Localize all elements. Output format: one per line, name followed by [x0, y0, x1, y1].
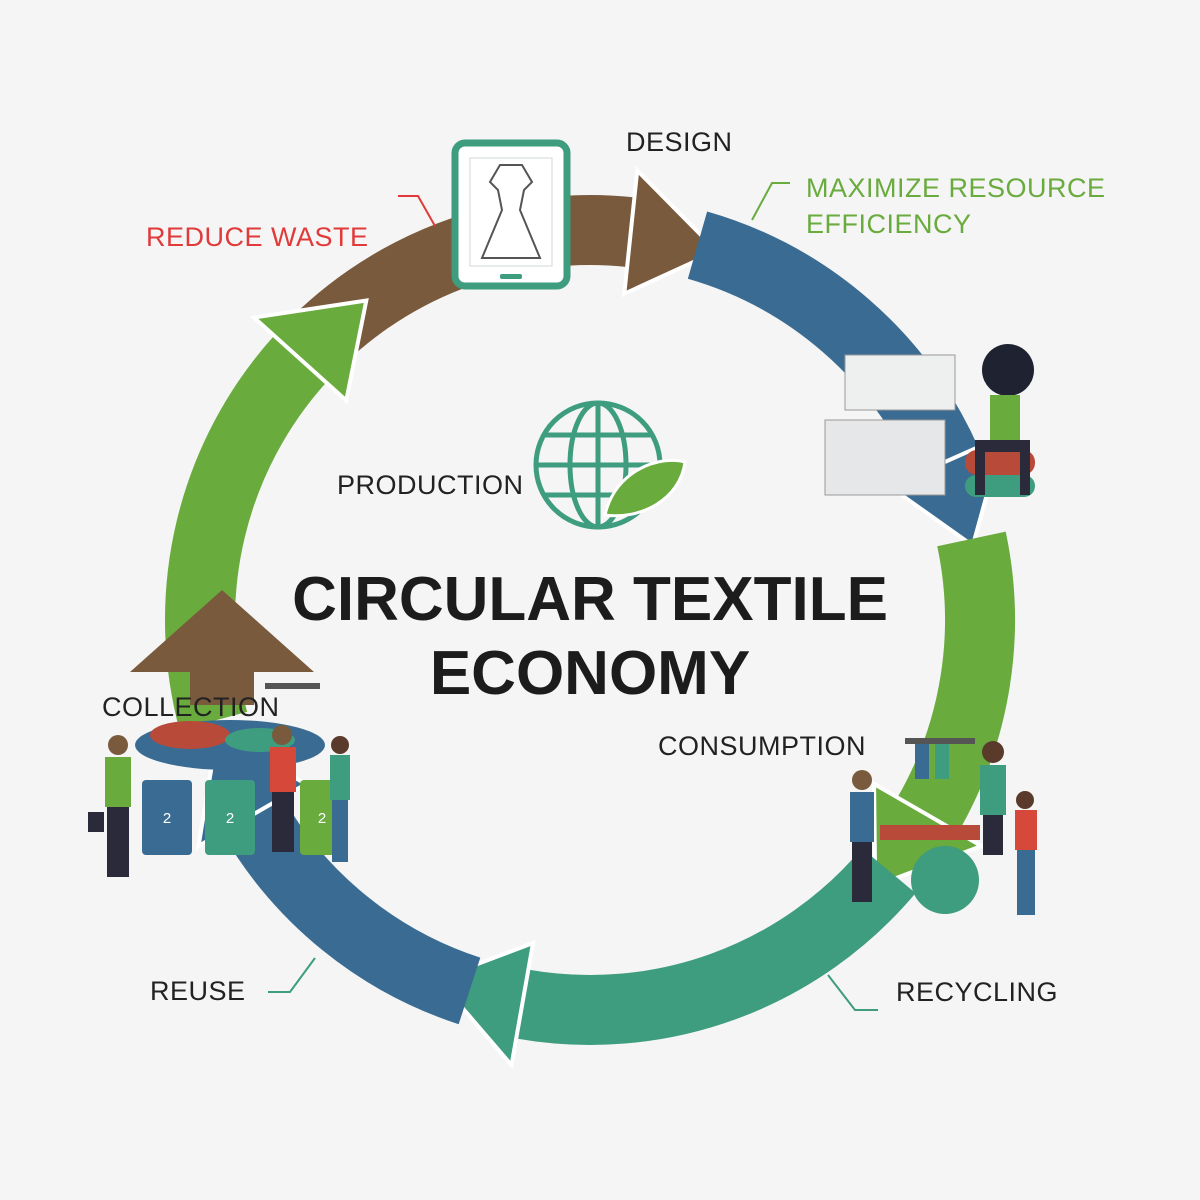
- collection-illustration: 2 2 2: [88, 590, 350, 877]
- recycling-leader: [827, 974, 878, 1011]
- design-arrow-head: [621, 166, 721, 298]
- collection-arrow-head: [249, 298, 369, 405]
- reduce-waste-leader: [398, 195, 436, 227]
- stage-consumption: CONSUMPTION: [658, 731, 866, 761]
- stage-production: PRODUCTION: [337, 470, 524, 500]
- bin-number: 2: [318, 810, 326, 827]
- efficiency-leader: [751, 182, 790, 221]
- title-line-1: CIRCULAR TEXTILE: [292, 565, 888, 634]
- reuse-leader: [268, 957, 316, 993]
- sewing-machine-icon: [824, 344, 1035, 497]
- goal-line-2: EFFICIENCY: [806, 209, 972, 239]
- stage-recycling: RECYCLING: [896, 977, 1059, 1007]
- goal-resource-efficiency: MAXIMIZE RESOURCE EFFICIENCY: [806, 170, 1106, 242]
- globe-leaf-icon: [533, 400, 687, 530]
- yarn-ball-icon: [911, 846, 979, 914]
- stage-reuse: REUSE: [150, 976, 246, 1006]
- recycle-bin-icon: [142, 780, 345, 855]
- goal-line-1: MAXIMIZE RESOURCE: [806, 173, 1106, 203]
- stage-design: DESIGN: [626, 127, 733, 157]
- goal-reduce-waste: REDUCE WASTE: [146, 222, 369, 252]
- bin-number: 2: [163, 810, 171, 827]
- bin-number: 2: [226, 810, 234, 827]
- shop-people-icon: [850, 738, 1037, 915]
- consumption-arrow-body: [897, 531, 1015, 833]
- recycling-arrow-body: [516, 847, 916, 1045]
- title-line-2: ECONOMY: [429, 639, 751, 708]
- stage-collection: COLLECTION: [102, 692, 280, 722]
- tablet-dress-icon: [451, 139, 571, 290]
